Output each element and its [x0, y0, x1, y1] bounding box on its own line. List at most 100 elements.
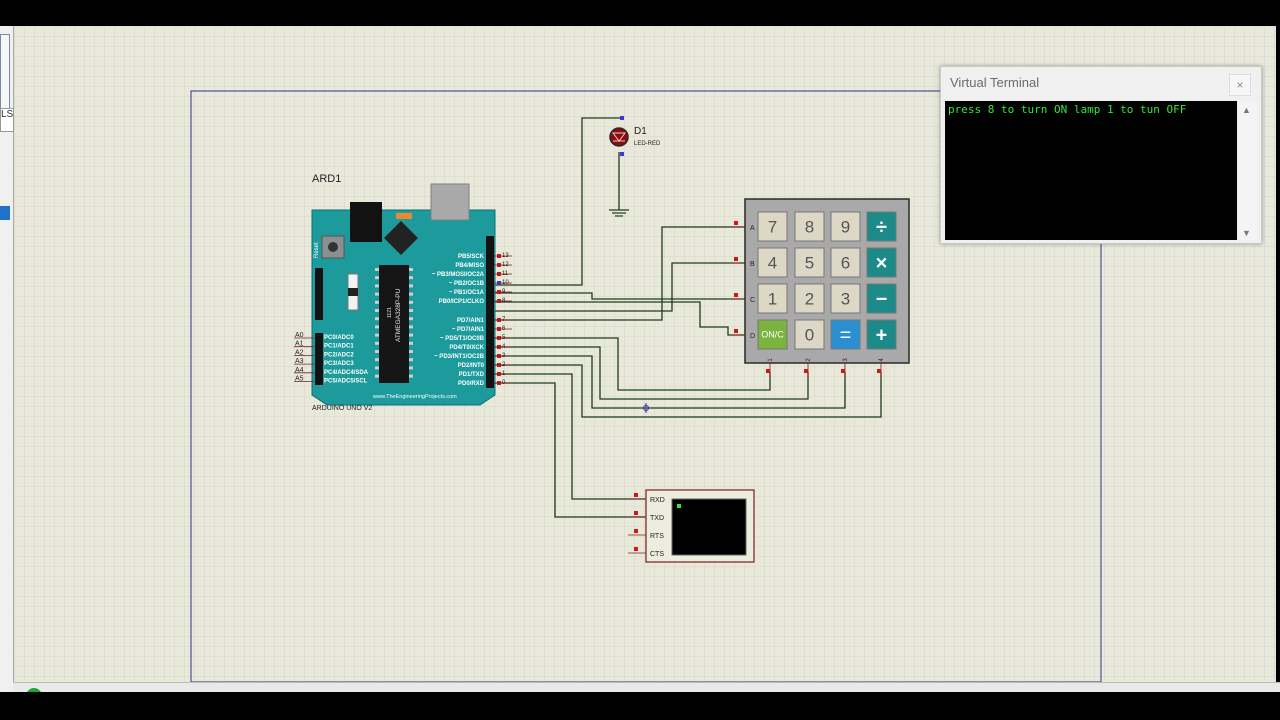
keypad-key[interactable]: 3	[830, 283, 861, 314]
pin-dot	[634, 529, 638, 533]
wire-row-a	[490, 226, 745, 321]
pin-label: PD4/T0/XCK	[449, 345, 484, 351]
pin-number: 5	[502, 335, 506, 341]
pin-label: PB4/MISO	[455, 263, 484, 269]
pin-label: ~ PB2/OC1B	[449, 281, 485, 287]
keypad-key-label: 8	[805, 218, 814, 237]
keypad-key[interactable]: ×	[866, 247, 897, 278]
usb-connector	[430, 183, 470, 221]
wire-row-b	[490, 262, 745, 312]
keypad-key-label: 5	[805, 254, 814, 273]
pin-label: ~ PD7/AIN1	[452, 327, 485, 333]
pin-label: PB0/ICP1/CLKO	[439, 299, 485, 305]
keypad-key[interactable]: 4	[757, 247, 788, 278]
pin-dot	[766, 369, 770, 373]
wire-col-2	[490, 346, 809, 400]
pin-number: 4	[502, 344, 506, 350]
keypad-key[interactable]: 9	[830, 211, 861, 242]
led-pin-bottom	[620, 152, 624, 156]
pin-label: ~ PB3/MOSI/OC2A	[432, 272, 485, 278]
terminal-scrollbar[interactable]: ▲ ▼	[1239, 101, 1257, 240]
led-d1[interactable]: D1 LED-RED	[609, 116, 661, 156]
keypad-key-label: 2	[805, 290, 814, 309]
keypad-key[interactable]: 7	[757, 211, 788, 242]
pin-label: ~ PD5/T1/OC0B	[440, 336, 485, 342]
keypad-key[interactable]: +	[866, 319, 897, 350]
pin-label: PC3/ADC3	[324, 361, 354, 367]
bottom-black-bar	[0, 692, 1280, 720]
keypad-key[interactable]: −	[866, 283, 897, 314]
scroll-up-icon[interactable]: ▲	[1242, 105, 1251, 115]
keypad-key[interactable]: 0	[794, 319, 825, 350]
keypad-key[interactable]: 2	[794, 283, 825, 314]
keypad-key-label: −	[876, 289, 888, 311]
wire-col-3	[490, 355, 846, 409]
virtual-terminal-window[interactable]: Virtual Terminal × press 8 to turn ON la…	[940, 66, 1262, 244]
pin-label: 1	[768, 358, 774, 362]
power-jack	[350, 202, 382, 242]
status-bar	[13, 682, 1280, 693]
pin-label: PD2/INT0	[458, 363, 485, 369]
arduino-ref: ARD1	[312, 173, 341, 185]
wire-row-c	[490, 292, 745, 300]
keypad-key-label: =	[840, 325, 852, 347]
keypad-key[interactable]: =	[830, 319, 861, 350]
pin-label: PC0/ADC0	[324, 335, 354, 341]
panel-tab[interactable]	[0, 34, 10, 118]
pin-label: PD7/AIN1	[457, 318, 485, 324]
keypad-key[interactable]: 8	[794, 211, 825, 242]
led-type: LED-RED	[634, 141, 661, 147]
terminal-cursor	[677, 504, 681, 508]
wire-txd	[490, 373, 645, 500]
keypad-key-label: 4	[768, 254, 777, 273]
keypad-key[interactable]: 1	[757, 283, 788, 314]
led-body[interactable]	[609, 127, 629, 147]
pin-number: A0	[295, 332, 304, 339]
pin-number: 13	[502, 253, 509, 259]
wire-junction	[641, 403, 651, 413]
keypad-key[interactable]: 6	[830, 247, 861, 278]
left-side-panel[interactable]: LS	[0, 26, 14, 692]
terminal-output[interactable]: press 8 to turn ON lamp 1 to tun OFF	[945, 101, 1237, 240]
pin-dot	[734, 221, 738, 225]
reset-label: Reset	[314, 242, 320, 258]
pin-label: B	[750, 261, 755, 268]
reset-button-cap[interactable]	[328, 242, 338, 252]
board-model: ARDUINO UNO V2	[312, 405, 372, 412]
keypad-key[interactable]: ÷	[866, 211, 897, 242]
panel-tab-label[interactable]: LS	[0, 108, 14, 132]
pin-number: 2	[502, 362, 506, 368]
pin-dot	[634, 493, 638, 497]
wire-col-4	[490, 364, 882, 418]
pin-label: RXD	[650, 497, 665, 504]
terminal-screen	[671, 498, 747, 556]
fuse-band	[348, 288, 358, 296]
close-button[interactable]: ×	[1229, 74, 1251, 96]
keypad-key-label: ÷	[876, 217, 887, 239]
pin-label: PC5/ADC5/SCL	[324, 379, 368, 385]
pin-label: ~ PB1/OC1A	[449, 290, 485, 296]
led-pin-top	[620, 116, 624, 120]
pin-label: PC1/ADC1	[324, 344, 354, 350]
scroll-down-icon[interactable]: ▼	[1242, 228, 1251, 238]
arduino-uno[interactable]: ARD1 Reset ATMEGA328P-PU 1121 www.TheEng…	[294, 173, 512, 412]
keypad-key[interactable]: ON/C	[757, 319, 788, 350]
keypad-key-label: ×	[876, 253, 888, 275]
pin-number: 0	[502, 380, 506, 386]
pin-number: 11	[502, 271, 509, 277]
digital-header	[486, 236, 494, 388]
keypad-key[interactable]: 5	[794, 247, 825, 278]
wire-col-1	[490, 337, 771, 391]
pin-number: 3	[502, 353, 506, 359]
pin-number: A5	[295, 376, 304, 383]
pin-number: A2	[295, 349, 304, 356]
ground-symbol	[609, 209, 629, 217]
keypad-key-label: 9	[841, 218, 850, 237]
